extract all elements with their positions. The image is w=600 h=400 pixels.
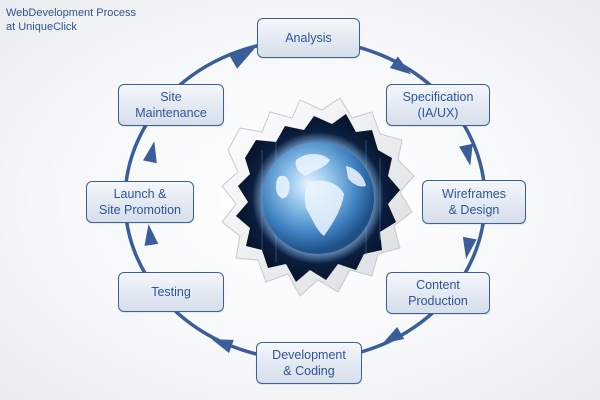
step-site-maintenance[interactable]: Site Maintenance — [118, 84, 224, 126]
arrow-head-icon — [389, 56, 412, 75]
step-label-line1: Wireframes — [442, 187, 506, 201]
step-label-line2: & Coding — [283, 364, 335, 378]
earth-globe-icon — [221, 97, 415, 297]
diagram-title: WebDevelopment Process at UniqueClick — [6, 6, 136, 34]
step-label-line1: Launch & — [113, 187, 167, 201]
step-label-line1: Analysis — [285, 31, 332, 45]
step-label-line2: Production — [408, 294, 468, 308]
step-label-line1: Content — [416, 278, 460, 292]
step-label-line1: Development — [272, 348, 346, 362]
step-label-line2: Site Promotion — [99, 203, 181, 217]
arrow-head-icon — [459, 143, 473, 166]
step-label-line2: & Design — [448, 203, 500, 217]
step-label-line2: (IA/UX) — [417, 106, 459, 120]
step-label-line2: Maintenance — [135, 106, 207, 120]
step-launch-promotion[interactable]: Launch & Site Promotion — [86, 181, 194, 223]
step-development-coding[interactable]: Development & Coding — [256, 342, 362, 384]
arrow-head-icon — [462, 236, 477, 259]
diagram-title-line2: at UniqueClick — [6, 21, 77, 33]
diagram-title-line1: WebDevelopment Process — [6, 7, 137, 19]
step-wireframes-design[interactable]: Wireframes & Design — [422, 180, 526, 224]
arrow-head-icon — [144, 224, 159, 246]
arrow-head-icon — [143, 141, 157, 164]
step-content-production[interactable]: Content Production — [386, 272, 490, 314]
step-specification[interactable]: Specification (IA/UX) — [386, 84, 490, 126]
step-label-line1: Site — [160, 90, 182, 104]
cycle-arrows — [143, 48, 477, 353]
arrow-head-icon — [211, 339, 234, 353]
arrow-head-icon — [382, 326, 405, 344]
step-label-line1: Specification — [402, 90, 474, 104]
step-analysis[interactable]: Analysis — [257, 18, 360, 58]
arrow-head-icon — [228, 48, 256, 69]
step-label-line1: Testing — [151, 285, 191, 299]
step-testing[interactable]: Testing — [118, 272, 224, 312]
